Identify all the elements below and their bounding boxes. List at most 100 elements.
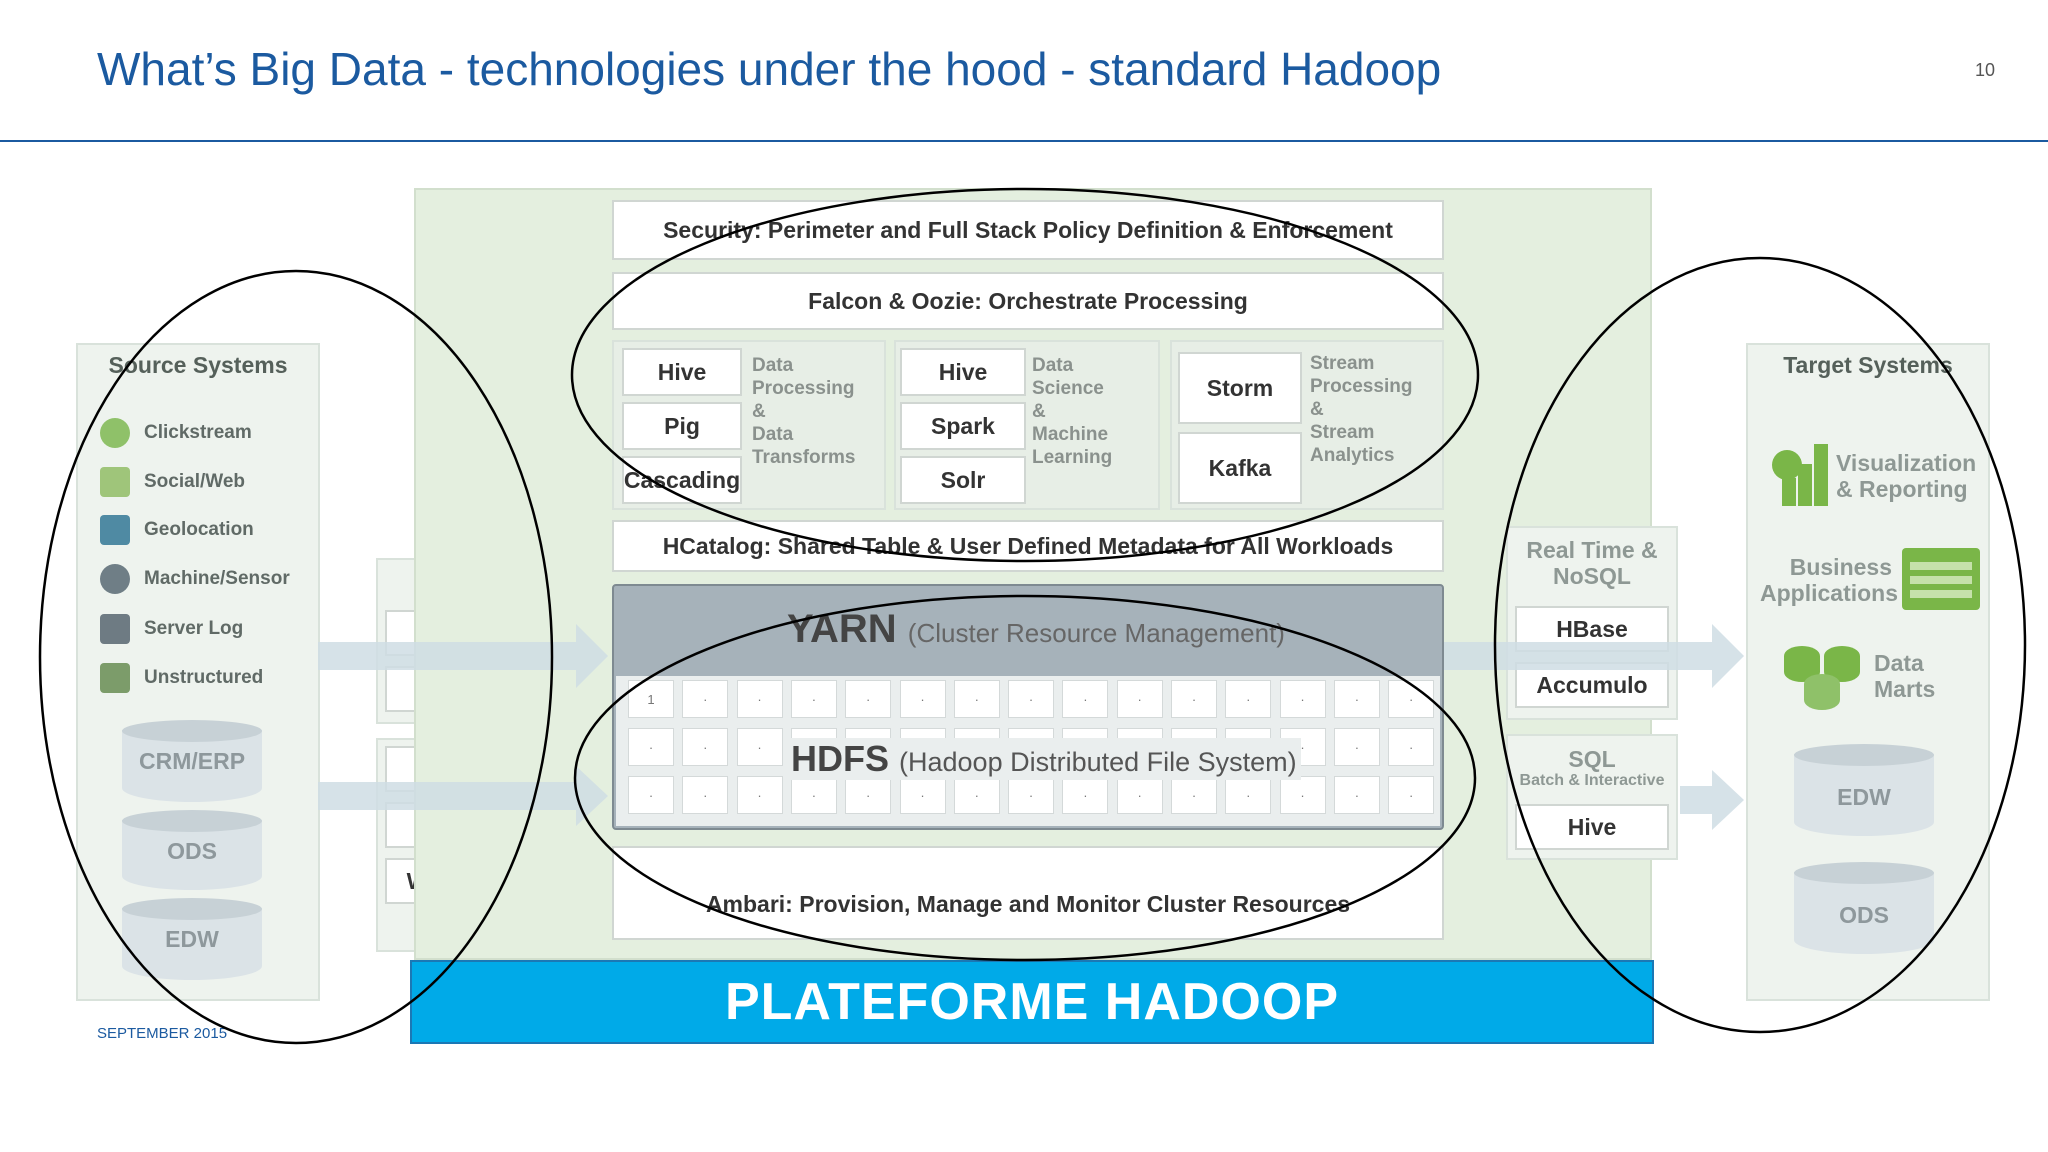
arrow-right-icon	[318, 766, 608, 826]
source-item-label: Social/Web	[144, 471, 246, 492]
clickstream-icon	[100, 418, 130, 448]
hadoop-platform-banner: PLATEFORME HADOOP	[410, 960, 1654, 1044]
hdfs-title: HDFS (Hadoop Distributed File System)	[787, 738, 1301, 780]
hive-sql-box: Hive	[1515, 804, 1669, 850]
source-item-label: Machine/Sensor	[144, 568, 290, 589]
highlight-ellipse-sources	[38, 269, 554, 1045]
cluster-node-cell: ·	[899, 776, 946, 814]
kafka-box: Kafka	[1178, 432, 1302, 504]
realtime-title: Real Time & NoSQL	[1526, 537, 1658, 589]
network-icon	[100, 467, 130, 497]
source-item-label: Unstructured	[144, 667, 264, 688]
cluster-node-cell: ·	[953, 680, 1000, 718]
cluster-node-cell: ·	[1225, 680, 1272, 718]
cluster-node-cell: ·	[736, 680, 783, 718]
source-item-unstructured: Unstructured	[100, 663, 263, 693]
chart-icon	[1772, 444, 1828, 506]
cluster-node-cell: ·	[682, 728, 729, 766]
page-number: 10	[1975, 60, 1996, 80]
highlight-ellipse-engines	[570, 187, 1480, 563]
application-icon	[1902, 548, 1980, 610]
stream-processing-caption: Stream Processing & Stream Analytics	[1310, 353, 1413, 466]
hive-science-box: Hive	[900, 348, 1026, 396]
data-marts-icon	[1784, 642, 1864, 712]
hive-box: Hive	[622, 348, 742, 396]
cluster-node-cell: ·	[682, 776, 729, 814]
cluster-node-cell: ·	[1062, 680, 1109, 718]
cluster-node-cell: ·	[682, 680, 729, 718]
cluster-node-cell: ·	[1279, 680, 1326, 718]
footer-date: SEPTEMBER 2015	[97, 1025, 228, 1042]
target-ods-database: ODS	[1794, 862, 1934, 954]
storm-engine-box: Storm	[1178, 352, 1302, 424]
sql-subtitle: Batch & Interactive	[1519, 772, 1665, 789]
source-item-social-web: Social/Web	[100, 467, 245, 497]
crm-erp-database: CRM/ERP	[122, 720, 262, 802]
cluster-node-cell: ·	[845, 776, 892, 814]
cluster-node-cell: ·	[1008, 680, 1055, 718]
yarn-title: YARN (Cluster Resource Management)	[787, 607, 1285, 652]
data-processing-caption: Data Processing & Data Transforms	[752, 355, 856, 468]
source-systems-title: Source Systems	[108, 352, 288, 378]
cluster-node-cell: ·	[1279, 776, 1326, 814]
solr-box: Solr	[900, 456, 1026, 504]
slide-title: What’s Big Data - technologies under the…	[97, 43, 1442, 95]
cluster-node-cell: ·	[790, 776, 837, 814]
cluster-node-cell: ·	[1388, 776, 1435, 814]
location-pin-icon	[100, 515, 130, 545]
source-item-server-log: Server Log	[100, 614, 243, 644]
source-item-label: Clickstream	[144, 422, 252, 443]
pig-box: Pig	[622, 402, 742, 450]
spark-box: Spark	[900, 402, 1026, 450]
cluster-node-cell: ·	[1116, 680, 1163, 718]
yarn-label: YARN	[787, 607, 897, 651]
cluster-node-cell: ·	[628, 776, 674, 814]
header-divider	[0, 140, 2048, 142]
document-icon	[100, 663, 130, 693]
cluster-node-cell: ·	[1225, 776, 1272, 814]
hdfs-subtitle: (Hadoop Distributed File System)	[899, 747, 1297, 777]
ambari-layer: Ambari: Provision, Manage and Monitor Cl…	[612, 846, 1444, 940]
visualization-label: Visualization & Reporting	[1836, 450, 1977, 502]
arrow-right-icon	[318, 624, 608, 688]
cluster-node-cell: ·	[899, 680, 946, 718]
cluster-node-cell: ·	[1171, 680, 1217, 718]
source-item-label: Server Log	[144, 618, 244, 639]
arrow-right-icon	[1680, 770, 1744, 830]
source-item-geolocation: Geolocation	[100, 515, 254, 545]
ods-database: ODS	[122, 810, 262, 890]
yarn-subtitle: (Cluster Resource Management)	[907, 618, 1285, 648]
cluster-node-cell: ·	[1116, 776, 1163, 814]
gear-icon	[100, 564, 130, 594]
cluster-node-cell: ·	[736, 776, 783, 814]
business-applications-label: Business Applications	[1760, 554, 1899, 606]
cluster-node-cell: ·	[1333, 728, 1380, 766]
orchestration-layer: Falcon & Oozie: Orchestrate Processing	[612, 272, 1444, 330]
highlight-ellipse-targets	[1493, 256, 2027, 1034]
source-item-clickstream: Clickstream	[100, 418, 252, 448]
source-item-machine-sensor: Machine/Sensor	[100, 564, 290, 594]
target-systems-title: Target Systems	[1783, 352, 1953, 378]
highlight-ellipse-storage	[573, 594, 1477, 962]
arrow-right-icon	[1444, 624, 1744, 688]
server-icon	[100, 614, 130, 644]
data-marts-label: Data Marts	[1874, 650, 1936, 702]
hcatalog-layer: HCatalog: Shared Table & User Defined Me…	[612, 520, 1444, 572]
cluster-node-cell: ·	[953, 776, 1000, 814]
cluster-node-cell: ·	[1388, 728, 1435, 766]
cluster-node-cell: ·	[1333, 776, 1380, 814]
cluster-node-cell: ·	[1388, 680, 1435, 718]
target-edw-database: EDW	[1794, 744, 1934, 836]
data-science-caption: Data Science & Machine Learning	[1032, 355, 1113, 468]
cluster-node-cell: ·	[628, 728, 674, 766]
cluster-node-cell: ·	[1008, 776, 1055, 814]
cluster-node-cell: ·	[845, 680, 892, 718]
sql-title: SQL	[1568, 746, 1616, 772]
cluster-node-cell: ·	[1333, 680, 1380, 718]
cluster-node-cell: ·	[790, 680, 837, 718]
hdfs-label: HDFS	[791, 738, 889, 779]
source-item-label: Geolocation	[144, 519, 254, 540]
cluster-node-cell: ·	[736, 728, 783, 766]
cluster-node-cell: ·	[1171, 776, 1217, 814]
